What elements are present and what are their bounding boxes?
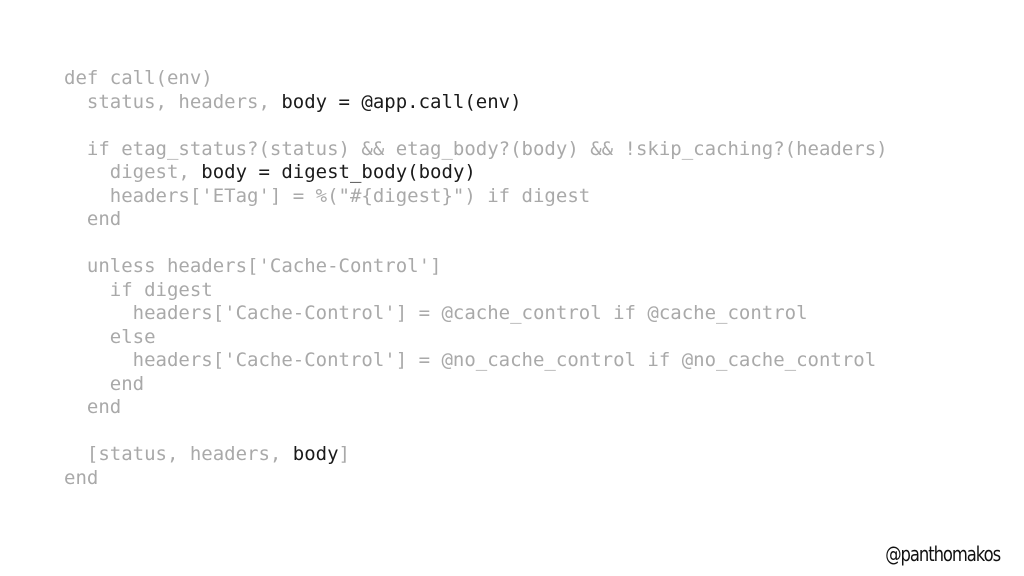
code-text: end <box>64 208 122 230</box>
code-line: digest, body = digest_body(body) <box>64 161 888 185</box>
code-text: end <box>64 372 145 395</box>
code-line: unless headers['Cache-Control'] <box>64 255 888 279</box>
code-line: headers['Cache-Control'] = @no_cache_con… <box>64 349 888 373</box>
code-text: end <box>64 466 99 489</box>
code-line: headers['Cache-Control'] = @cache_contro… <box>64 302 888 326</box>
code-text: headers['Cache-Control'] = @cache_contro… <box>64 302 808 324</box>
code-text: unless headers['Cache-Control'] <box>64 255 442 277</box>
code-line: def call(env) <box>64 67 888 91</box>
code-text: headers['ETag'] = %("#{digest}") if dige… <box>64 184 591 207</box>
code-text: digest, <box>64 161 202 183</box>
code-highlight: body = @app.call(env) <box>281 90 522 113</box>
code-line: [status, headers, body] <box>64 443 888 467</box>
code-line: status, headers, body = @app.call(env) <box>64 91 888 115</box>
code-block: def call(env) status, headers, body = @a… <box>64 67 888 490</box>
code-line <box>64 420 888 444</box>
code-text: if etag_status?(status) && etag_body?(bo… <box>64 137 888 160</box>
code-text: ] <box>338 443 350 465</box>
code-text: def call(env) <box>64 67 213 89</box>
code-line: end <box>64 208 888 232</box>
code-text: status, headers, <box>64 90 282 113</box>
code-text: else <box>64 325 156 348</box>
code-highlight: body <box>292 443 339 465</box>
code-highlight: body = digest_body(body) <box>201 161 476 183</box>
code-line: end <box>64 467 888 491</box>
author-handle: @panthomakos <box>885 542 1001 566</box>
code-line: if etag_status?(status) && etag_body?(bo… <box>64 138 888 162</box>
code-line: if digest <box>64 279 888 303</box>
code-line <box>64 232 888 256</box>
code-line: headers['ETag'] = %("#{digest}") if dige… <box>64 185 888 209</box>
code-line: else <box>64 326 888 350</box>
code-line <box>64 114 888 138</box>
code-line: end <box>64 373 888 397</box>
code-line: end <box>64 396 888 420</box>
code-text: [status, headers, <box>64 443 293 465</box>
code-text: headers['Cache-Control'] = @no_cache_con… <box>64 349 877 371</box>
code-text: end <box>64 396 122 418</box>
code-text: if digest <box>64 278 213 301</box>
